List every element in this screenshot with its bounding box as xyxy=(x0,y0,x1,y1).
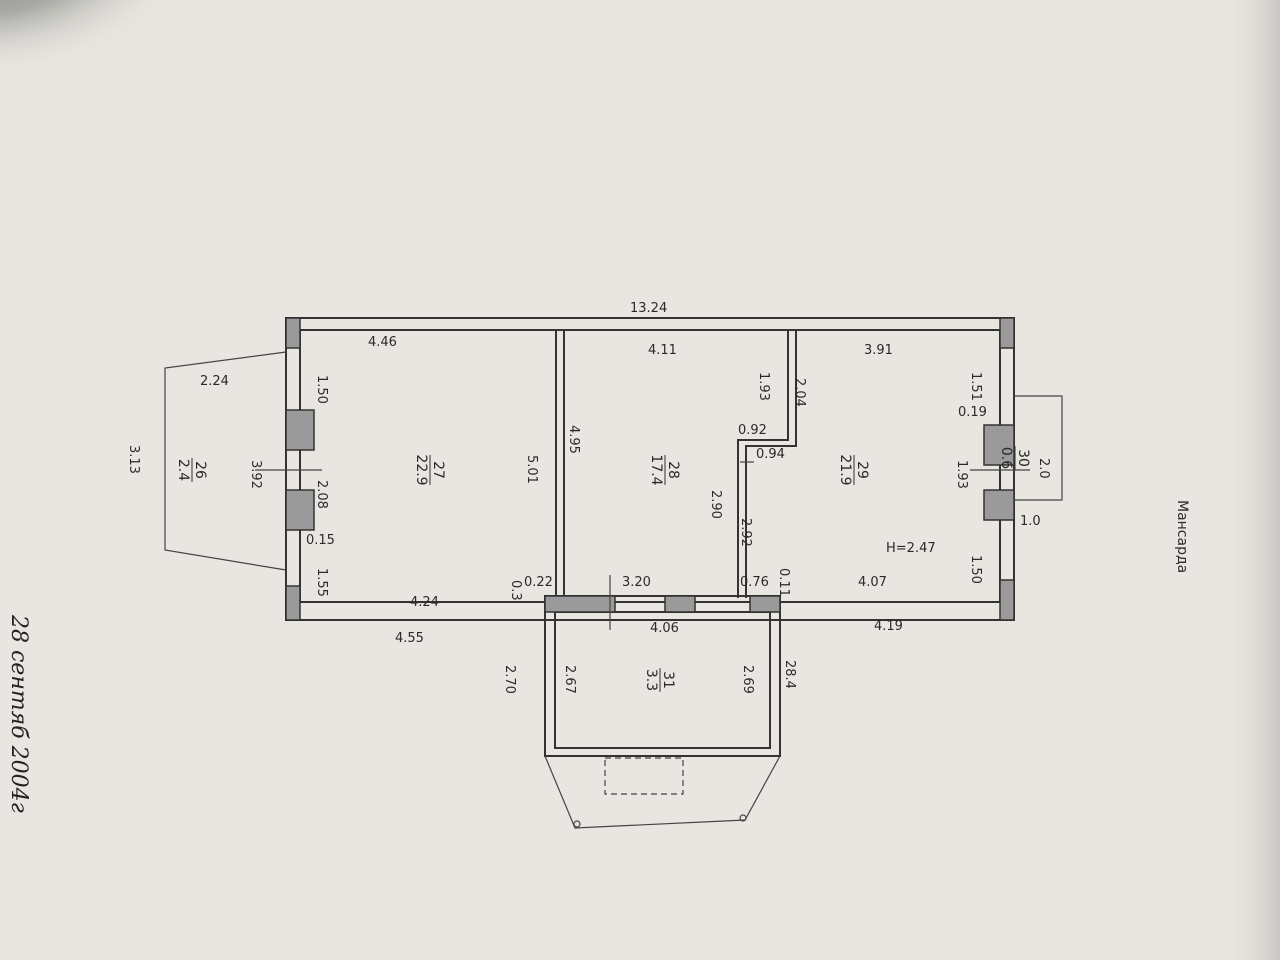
dim-label: 2.70 xyxy=(502,665,517,694)
dim-label: 2.08 xyxy=(314,480,329,509)
room-area: 22.9 xyxy=(413,454,429,485)
dim-label: 5.01 xyxy=(524,455,539,484)
dim-label: 0.19 xyxy=(958,405,987,420)
dim-label: 3.20 xyxy=(622,575,651,590)
dim-label: 0.15 xyxy=(306,533,335,548)
dim-label: 1.93 xyxy=(954,460,969,489)
room-number: 30 xyxy=(1015,449,1031,467)
plan-walls xyxy=(164,317,1063,829)
dim-label: 1.55 xyxy=(314,568,329,597)
dim-label: 1.93 xyxy=(756,372,771,401)
dim-label: 3.92 xyxy=(248,460,263,489)
dim-label: 28.4 xyxy=(782,660,797,689)
dim-label: 4.07 xyxy=(858,575,887,590)
room-area: 0.6 xyxy=(998,447,1014,469)
dim-label: 2.24 xyxy=(200,374,229,389)
dimension-labels: 13.24 4.46 4.11 3.91 1.50 2.24 3.13 3.92… xyxy=(126,301,1051,694)
shadow xyxy=(0,0,480,280)
dim-label: 4.11 xyxy=(648,343,677,358)
room-number: 27 xyxy=(430,461,446,479)
dim-label: 3.91 xyxy=(864,343,893,358)
dim-label: 0.94 xyxy=(756,447,785,462)
room-28: 28 17.4 xyxy=(648,454,681,485)
dim-label: 2.69 xyxy=(740,665,755,694)
handwritten-date: 28 сентяб 2004г xyxy=(6,614,31,813)
plan-title: Мансарда xyxy=(1174,500,1190,573)
paper-edge xyxy=(1220,0,1280,960)
dim-label: 0.22 xyxy=(524,575,553,590)
dim-label: 3.13 xyxy=(126,445,141,474)
room-number: 26 xyxy=(192,461,208,479)
room-number: 31 xyxy=(660,671,676,689)
dim-label: 4.06 xyxy=(650,621,679,636)
room-number: 28 xyxy=(665,461,681,479)
dim-label: 2.67 xyxy=(562,665,577,694)
dim-label: 0.11 xyxy=(776,568,791,597)
dim-label: 2.0 xyxy=(1036,458,1051,479)
dim-label: 0.76 xyxy=(740,575,769,590)
room-number: 29 xyxy=(854,461,870,479)
dim-label: 4.55 xyxy=(395,631,424,646)
dim-label: 2.92 xyxy=(738,518,753,547)
dim-label: 2.90 xyxy=(708,490,723,519)
room-area: 21.9 xyxy=(837,454,853,485)
room-30: 30 0.6 xyxy=(998,446,1031,470)
room-area: 17.4 xyxy=(648,454,664,485)
room-29: 29 21.9 xyxy=(837,454,870,485)
dim-label: 1.0 xyxy=(1020,514,1041,529)
dim-label: 4.24 xyxy=(410,595,439,610)
dim-label: 1.51 xyxy=(968,372,983,401)
dim-label: 0.3 xyxy=(508,580,523,601)
dim-label: 2.04 xyxy=(792,378,807,407)
dim-label: 0.92 xyxy=(738,423,767,438)
ceiling-height: H=2.47 xyxy=(886,541,936,556)
room-26: 26 2.4 xyxy=(175,458,208,482)
room-27: 27 22.9 xyxy=(413,454,446,485)
dim-label: 13.24 xyxy=(630,301,667,316)
room-31: 31 3.3 xyxy=(643,668,676,692)
room-area: 3.3 xyxy=(643,669,659,691)
dim-label: 1.50 xyxy=(314,375,329,404)
dim-label: 4.19 xyxy=(874,619,903,634)
room-area: 2.4 xyxy=(175,459,191,481)
dim-label: 4.46 xyxy=(368,335,397,350)
dim-label: 4.95 xyxy=(566,425,581,454)
dim-label: 1.50 xyxy=(968,555,983,584)
